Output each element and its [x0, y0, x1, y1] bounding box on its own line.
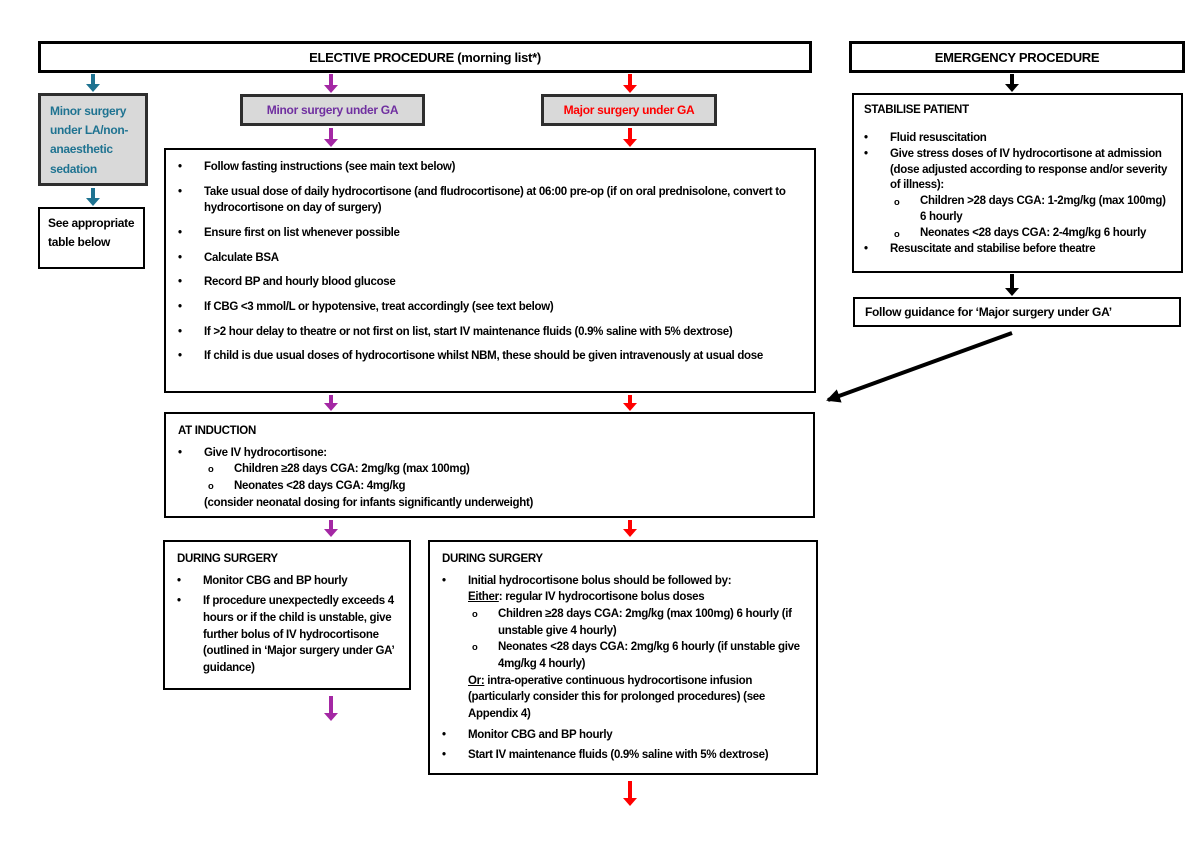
induction-sub-bullet: Neonates <28 days CGA: 4mg/kg: [208, 478, 801, 495]
arrow-elective-to-minor-la-icon: [86, 74, 100, 92]
during-major-intro: Initial hydrocortisone bolus should be f…: [468, 574, 732, 587]
emergency-procedure-title: EMERGENCY PROCEDURE: [934, 49, 1100, 65]
preop-bullet: If CBG <3 mmol/L or hypotensive, treat a…: [178, 299, 802, 316]
follow-guidance-label: Follow guidance for ‘Major surgery under…: [865, 305, 1112, 319]
during-surgery-major-box: DURING SURGERY Initial hydrocortisone bo…: [428, 540, 818, 775]
elective-procedure-header: ELECTIVE PROCEDURE (morning list*): [38, 41, 812, 73]
arrow-major-ga-to-preop-icon: [623, 128, 637, 147]
stabilise-patient-box: STABILISE PATIENT Fluid resuscitation Gi…: [852, 93, 1183, 273]
during-minor-title: DURING SURGERY: [177, 553, 278, 565]
preop-bullet: Ensure first on list whenever possible: [178, 225, 802, 242]
preop-bullet: Follow fasting instructions (see main te…: [178, 159, 802, 176]
during-major-sub-bullet: Children ≥28 days CGA: 2mg/kg (max 100mg…: [472, 606, 804, 639]
minor-ga-branch-label: Minor surgery under GA: [266, 103, 399, 117]
elective-procedure-title: ELECTIVE PROCEDURE (morning list*): [309, 49, 541, 65]
during-surgery-minor-box: DURING SURGERY Monitor CBG and BP hourly…: [163, 540, 411, 690]
at-induction-title: AT INDUCTION: [178, 425, 256, 437]
stabilise-bullet: Resuscitate and stabilise before theatre: [864, 242, 1171, 258]
during-minor-bullet: If procedure unexpectedly exceeds 4 hour…: [177, 593, 397, 676]
minor-ga-branch-box: Minor surgery under GA: [240, 94, 425, 126]
arrow-preop-to-induction-major-icon: [623, 395, 637, 411]
preop-bullet: Take usual dose of daily hydrocortisone …: [178, 184, 802, 217]
preop-bullet: If child is due usual doses of hydrocort…: [178, 348, 802, 365]
arrow-during-minor-exit-icon: [324, 696, 338, 721]
stabilise-bullet: Give stress doses of IV hydrocortisone a…: [864, 147, 1171, 195]
see-table-box: See appropriate table below: [38, 207, 145, 269]
minor-la-branch-box: Minor surgery under LA/non-anaesthetic s…: [38, 93, 148, 186]
emergency-procedure-header: EMERGENCY PROCEDURE: [849, 41, 1185, 73]
arrow-emergency-to-stabilise-icon: [1005, 74, 1019, 92]
major-ga-branch-box: Major surgery under GA: [541, 94, 717, 126]
major-ga-branch-label: Major surgery under GA: [563, 103, 695, 117]
follow-guidance-box: Follow guidance for ‘Major surgery under…: [853, 297, 1181, 327]
preop-bullet: Calculate BSA: [178, 250, 802, 267]
arrow-minor-la-to-table-icon: [86, 188, 100, 206]
minor-la-branch-label: Minor surgery under LA/non-anaesthetic s…: [50, 104, 129, 176]
stabilise-bullet: Fluid resuscitation: [864, 131, 1171, 147]
arrow-elective-to-minor-ga-icon: [324, 74, 338, 93]
induction-note: (consider neonatal dosing for infants si…: [204, 496, 534, 509]
arrow-minor-ga-to-preop-icon: [324, 128, 338, 147]
during-minor-bullet: Monitor CBG and BP hourly: [177, 573, 397, 590]
stabilise-sub-bullet: Children >28 days CGA: 1-2mg/kg (max 100…: [894, 194, 1171, 226]
arrow-induction-to-during-minor-icon: [324, 520, 338, 537]
preop-bullet: If >2 hour delay to theatre or not first…: [178, 324, 802, 341]
arrow-elective-to-major-ga-icon: [623, 74, 637, 93]
arrow-preop-to-induction-minor-icon: [324, 395, 338, 411]
arrow-follow-to-induction-icon: [826, 331, 1013, 403]
during-major-bullet: Initial hydrocortisone bolus should be f…: [442, 573, 804, 723]
stabilise-sub-bullet: Neonates <28 days CGA: 2-4mg/kg 6 hourly: [894, 226, 1171, 242]
see-table-label: See appropriate table below: [48, 216, 135, 249]
arrow-stabilise-to-follow-icon: [1005, 274, 1019, 296]
stabilise-title: STABILISE PATIENT: [864, 104, 969, 116]
arrow-during-major-exit-icon: [623, 781, 637, 806]
preop-bullet: Record BP and hourly blood glucose: [178, 274, 802, 291]
induction-sub-bullet: Children ≥28 days CGA: 2mg/kg (max 100mg…: [208, 461, 801, 478]
arrow-induction-to-during-major-icon: [623, 520, 637, 537]
during-major-or-line: Or: intra-operative continuous hydrocort…: [468, 674, 765, 721]
during-major-title: DURING SURGERY: [442, 553, 543, 565]
during-major-bullet: Monitor CBG and BP hourly: [442, 727, 804, 744]
during-major-sub-bullet: Neonates <28 days CGA: 2mg/kg 6 hourly (…: [472, 639, 804, 672]
preop-instructions-box: Follow fasting instructions (see main te…: [164, 148, 816, 393]
induction-bullet: Give IV hydrocortisone:: [178, 445, 801, 462]
at-induction-box: AT INDUCTION Give IV hydrocortisone: Chi…: [164, 412, 815, 518]
during-major-bullet: Start IV maintenance fluids (0.9% saline…: [442, 747, 804, 764]
during-major-either-line: Either: regular IV hydrocortisone bolus …: [468, 591, 705, 604]
